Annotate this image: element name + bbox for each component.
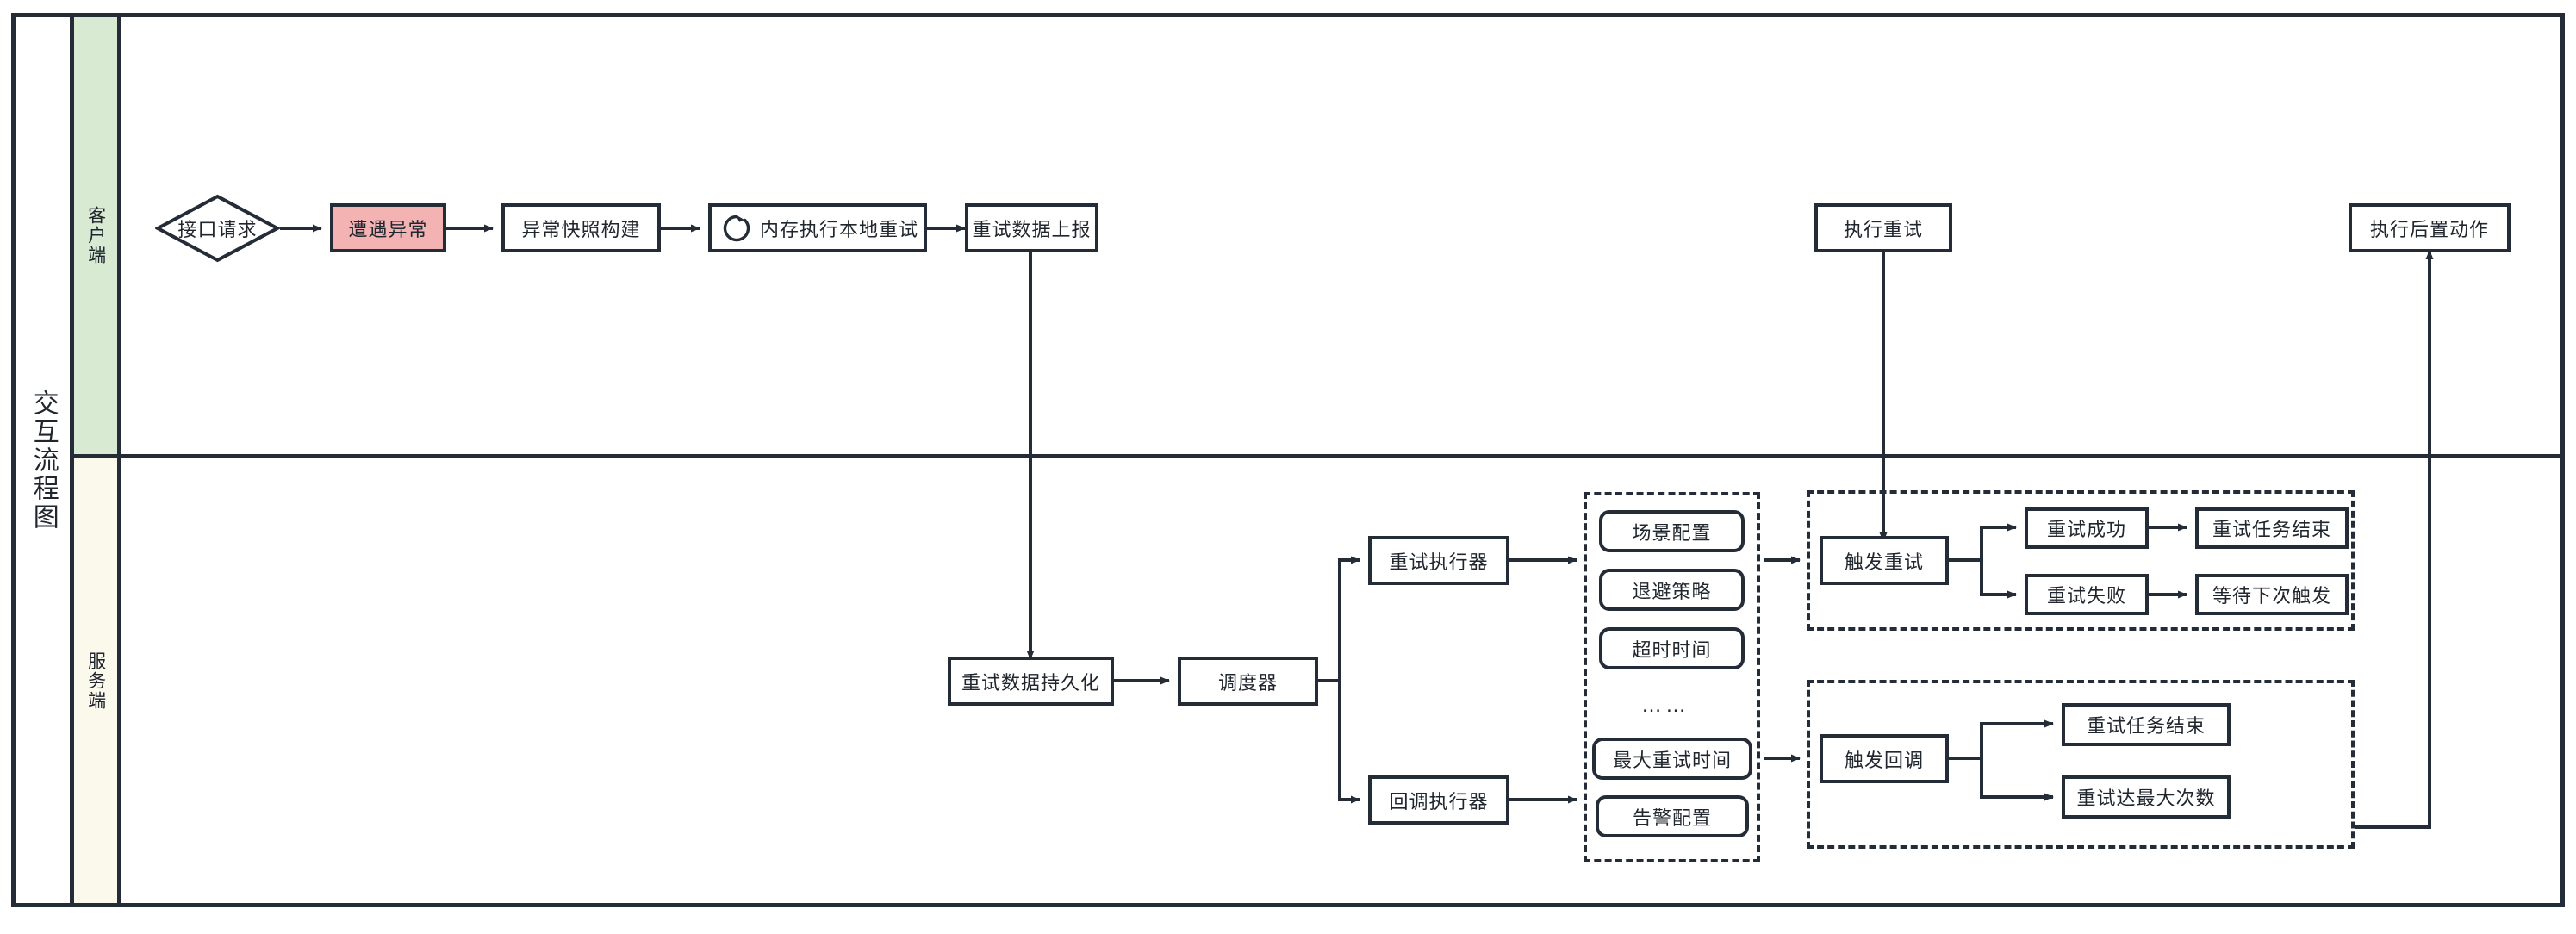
- node-label-execute-post-action: 执行后置动作: [2369, 218, 2489, 240]
- node-execute-post-action[interactable]: 执行后置动作: [2349, 203, 2511, 252]
- node-label-callback-executor: 回调执行器: [1389, 790, 1489, 813]
- node-callback-executor[interactable]: 回调执行器: [1368, 775, 1509, 825]
- diagram-outer-frame: [11, 13, 2565, 907]
- lane-label-server: 服务端: [85, 651, 106, 711]
- node-local-retry[interactable]: 内存执行本地重试: [708, 203, 927, 252]
- node-label-scheduler: 调度器: [1217, 671, 1278, 694]
- node-label-callback-task-end: 重试任务结束: [2086, 715, 2206, 737]
- node-config-backoff[interactable]: 退避策略: [1599, 569, 1745, 611]
- node-label-retry-data-report: 重试数据上报: [972, 218, 1092, 240]
- node-encounter-exception[interactable]: 遭遇异常: [330, 203, 446, 252]
- node-config-scene[interactable]: 场景配置: [1599, 510, 1745, 552]
- node-config-max-retry-time[interactable]: 最大重试时间: [1592, 738, 1752, 780]
- node-config-alarm[interactable]: 告警配置: [1596, 795, 1749, 837]
- node-retry-executor[interactable]: 重试执行器: [1368, 536, 1509, 585]
- lane-divider: [74, 454, 2565, 458]
- node-trigger-retry[interactable]: 触发重试: [1820, 536, 1949, 585]
- node-label-retry-success: 重试成功: [2046, 519, 2126, 540]
- diagram-title-column: 交互流程图: [16, 17, 74, 903]
- node-label-local-retry: 内存执行本地重试: [760, 218, 919, 240]
- node-callback-task-end[interactable]: 重试任务结束: [2062, 703, 2231, 746]
- node-label-retry-data-persist: 重试数据持久化: [961, 671, 1100, 694]
- node-label-wait-next-trigger: 等待下次触发: [2212, 585, 2331, 607]
- node-label-retry-failure: 重试失败: [2046, 585, 2126, 607]
- diamond-shape: [155, 194, 280, 263]
- node-execute-retry[interactable]: 执行重试: [1814, 203, 1952, 252]
- node-label-callback-max-attempts: 重试达最大次数: [2076, 788, 2216, 809]
- node-label-config-alarm: 告警配置: [1632, 806, 1712, 829]
- node-scheduler[interactable]: 调度器: [1178, 657, 1318, 706]
- page-title: 交互流程图: [28, 389, 58, 532]
- node-label-config-backoff: 退避策略: [1632, 580, 1712, 602]
- node-wait-next-trigger[interactable]: 等待下次触发: [2195, 574, 2349, 615]
- node-retry-failure[interactable]: 重试失败: [2025, 574, 2149, 615]
- lane-header-server: 服务端: [74, 458, 121, 903]
- node-trigger-callback[interactable]: 触发回调: [1820, 734, 1949, 783]
- node-label-encounter-exception: 遭遇异常: [348, 218, 428, 240]
- config-ellipsis: ……: [1641, 694, 1689, 717]
- node-retry-task-end[interactable]: 重试任务结束: [2195, 507, 2349, 549]
- lane-label-client: 客户端: [85, 206, 106, 265]
- loop-arrow-icon: [723, 214, 750, 241]
- node-exception-snapshot[interactable]: 异常快照构建: [501, 203, 661, 252]
- config-group-container: [1584, 492, 1760, 862]
- lane-header-client: 客户端: [74, 17, 121, 454]
- node-callback-max-attempts[interactable]: 重试达最大次数: [2062, 775, 2231, 819]
- node-label-retry-task-end: 重试任务结束: [2212, 519, 2331, 540]
- node-label-execute-retry: 执行重试: [1843, 218, 1923, 240]
- node-retry-data-persist[interactable]: 重试数据持久化: [948, 657, 1114, 706]
- node-label-config-timeout: 超时时间: [1632, 638, 1712, 661]
- node-retry-data-report[interactable]: 重试数据上报: [965, 203, 1098, 252]
- node-label-api-request: 接口请求: [177, 219, 258, 240]
- retry-trigger-group-container: [1807, 490, 2355, 631]
- node-api-request[interactable]: 接口请求: [155, 194, 280, 263]
- node-label-retry-executor: 重试执行器: [1389, 551, 1489, 573]
- node-label-trigger-retry: 触发重试: [1844, 551, 1924, 573]
- node-label-config-scene: 场景配置: [1632, 521, 1712, 544]
- node-config-timeout[interactable]: 超时时间: [1599, 627, 1745, 669]
- node-label-config-max-retry-time: 最大重试时间: [1612, 749, 1732, 771]
- node-label-exception-snapshot: 异常快照构建: [521, 218, 641, 240]
- node-retry-success[interactable]: 重试成功: [2025, 507, 2149, 549]
- callback-trigger-group-container: [1807, 680, 2355, 849]
- node-label-trigger-callback: 触发回调: [1844, 749, 1924, 771]
